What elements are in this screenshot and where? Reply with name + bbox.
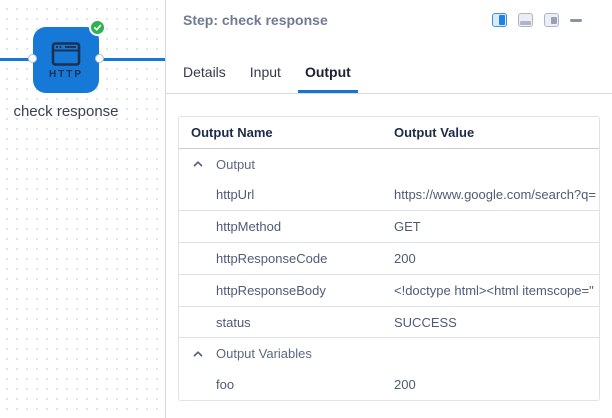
row-value: <!doctype html><html itemscope=" xyxy=(394,282,594,298)
panel-body: Output Name Output Value Output httpUrl … xyxy=(166,94,612,418)
row-name: httpMethod xyxy=(216,219,282,235)
panel-title: Step: check response xyxy=(183,12,328,28)
table-row: httpResponseCode 200 xyxy=(179,242,599,274)
table-row: httpMethod GET xyxy=(179,210,599,242)
row-name: Output Variables xyxy=(216,346,312,362)
row-value: 200 xyxy=(394,251,416,267)
row-value: https://www.google.com/search?q= xyxy=(394,187,596,203)
row-name: httpUrl xyxy=(216,187,255,203)
collapse-chevron-icon[interactable] xyxy=(192,348,204,360)
tab-details[interactable]: Details xyxy=(183,63,226,80)
node-label: check response xyxy=(13,103,119,120)
row-name: httpResponseBody xyxy=(216,282,326,298)
group-row[interactable]: Output xyxy=(179,149,599,180)
node-type-label: HTTP xyxy=(48,68,84,80)
row-name: httpResponseCode xyxy=(216,251,328,267)
collapse-chevron-icon[interactable] xyxy=(192,158,204,170)
output-port[interactable] xyxy=(95,54,104,63)
row-value: 200 xyxy=(394,377,416,393)
dock-right-icon[interactable] xyxy=(492,13,507,27)
table-row: status SUCCESS xyxy=(179,305,599,338)
browser-window-icon xyxy=(51,41,81,66)
row-value: GET xyxy=(394,219,421,235)
workflow-canvas[interactable]: HTTP check response xyxy=(0,0,165,418)
tab-input[interactable]: Input xyxy=(249,63,281,80)
row-value: SUCCESS xyxy=(394,314,457,330)
http-step-node[interactable]: HTTP xyxy=(28,19,106,93)
table-header-row: Output Name Output Value xyxy=(179,117,599,149)
success-check-badge-icon xyxy=(89,19,106,36)
tab-output[interactable]: Output xyxy=(297,40,358,93)
minimize-icon[interactable] xyxy=(570,18,582,22)
row-name: foo xyxy=(216,377,235,393)
column-header-output-value: Output Value xyxy=(394,124,475,140)
table-row: httpUrl https://www.google.com/search?q= xyxy=(179,180,599,211)
table-row: httpResponseBody <!doctype html><html it… xyxy=(179,273,599,306)
dock-bottom-icon[interactable] xyxy=(518,13,533,27)
output-table: Output Name Output Value Output httpUrl … xyxy=(178,116,600,401)
table-row: foo 200 xyxy=(179,369,599,400)
column-header-output-name: Output Name xyxy=(191,124,273,140)
row-name: Output xyxy=(216,156,256,172)
group-row[interactable]: Output Variables xyxy=(179,337,599,369)
tab-bar: Details Input Output xyxy=(166,40,612,94)
panel-window-controls xyxy=(492,13,582,27)
input-port[interactable] xyxy=(28,54,37,63)
panel-header: Step: check response xyxy=(166,0,612,40)
dock-float-icon[interactable] xyxy=(544,13,559,27)
row-name: status xyxy=(216,314,251,330)
